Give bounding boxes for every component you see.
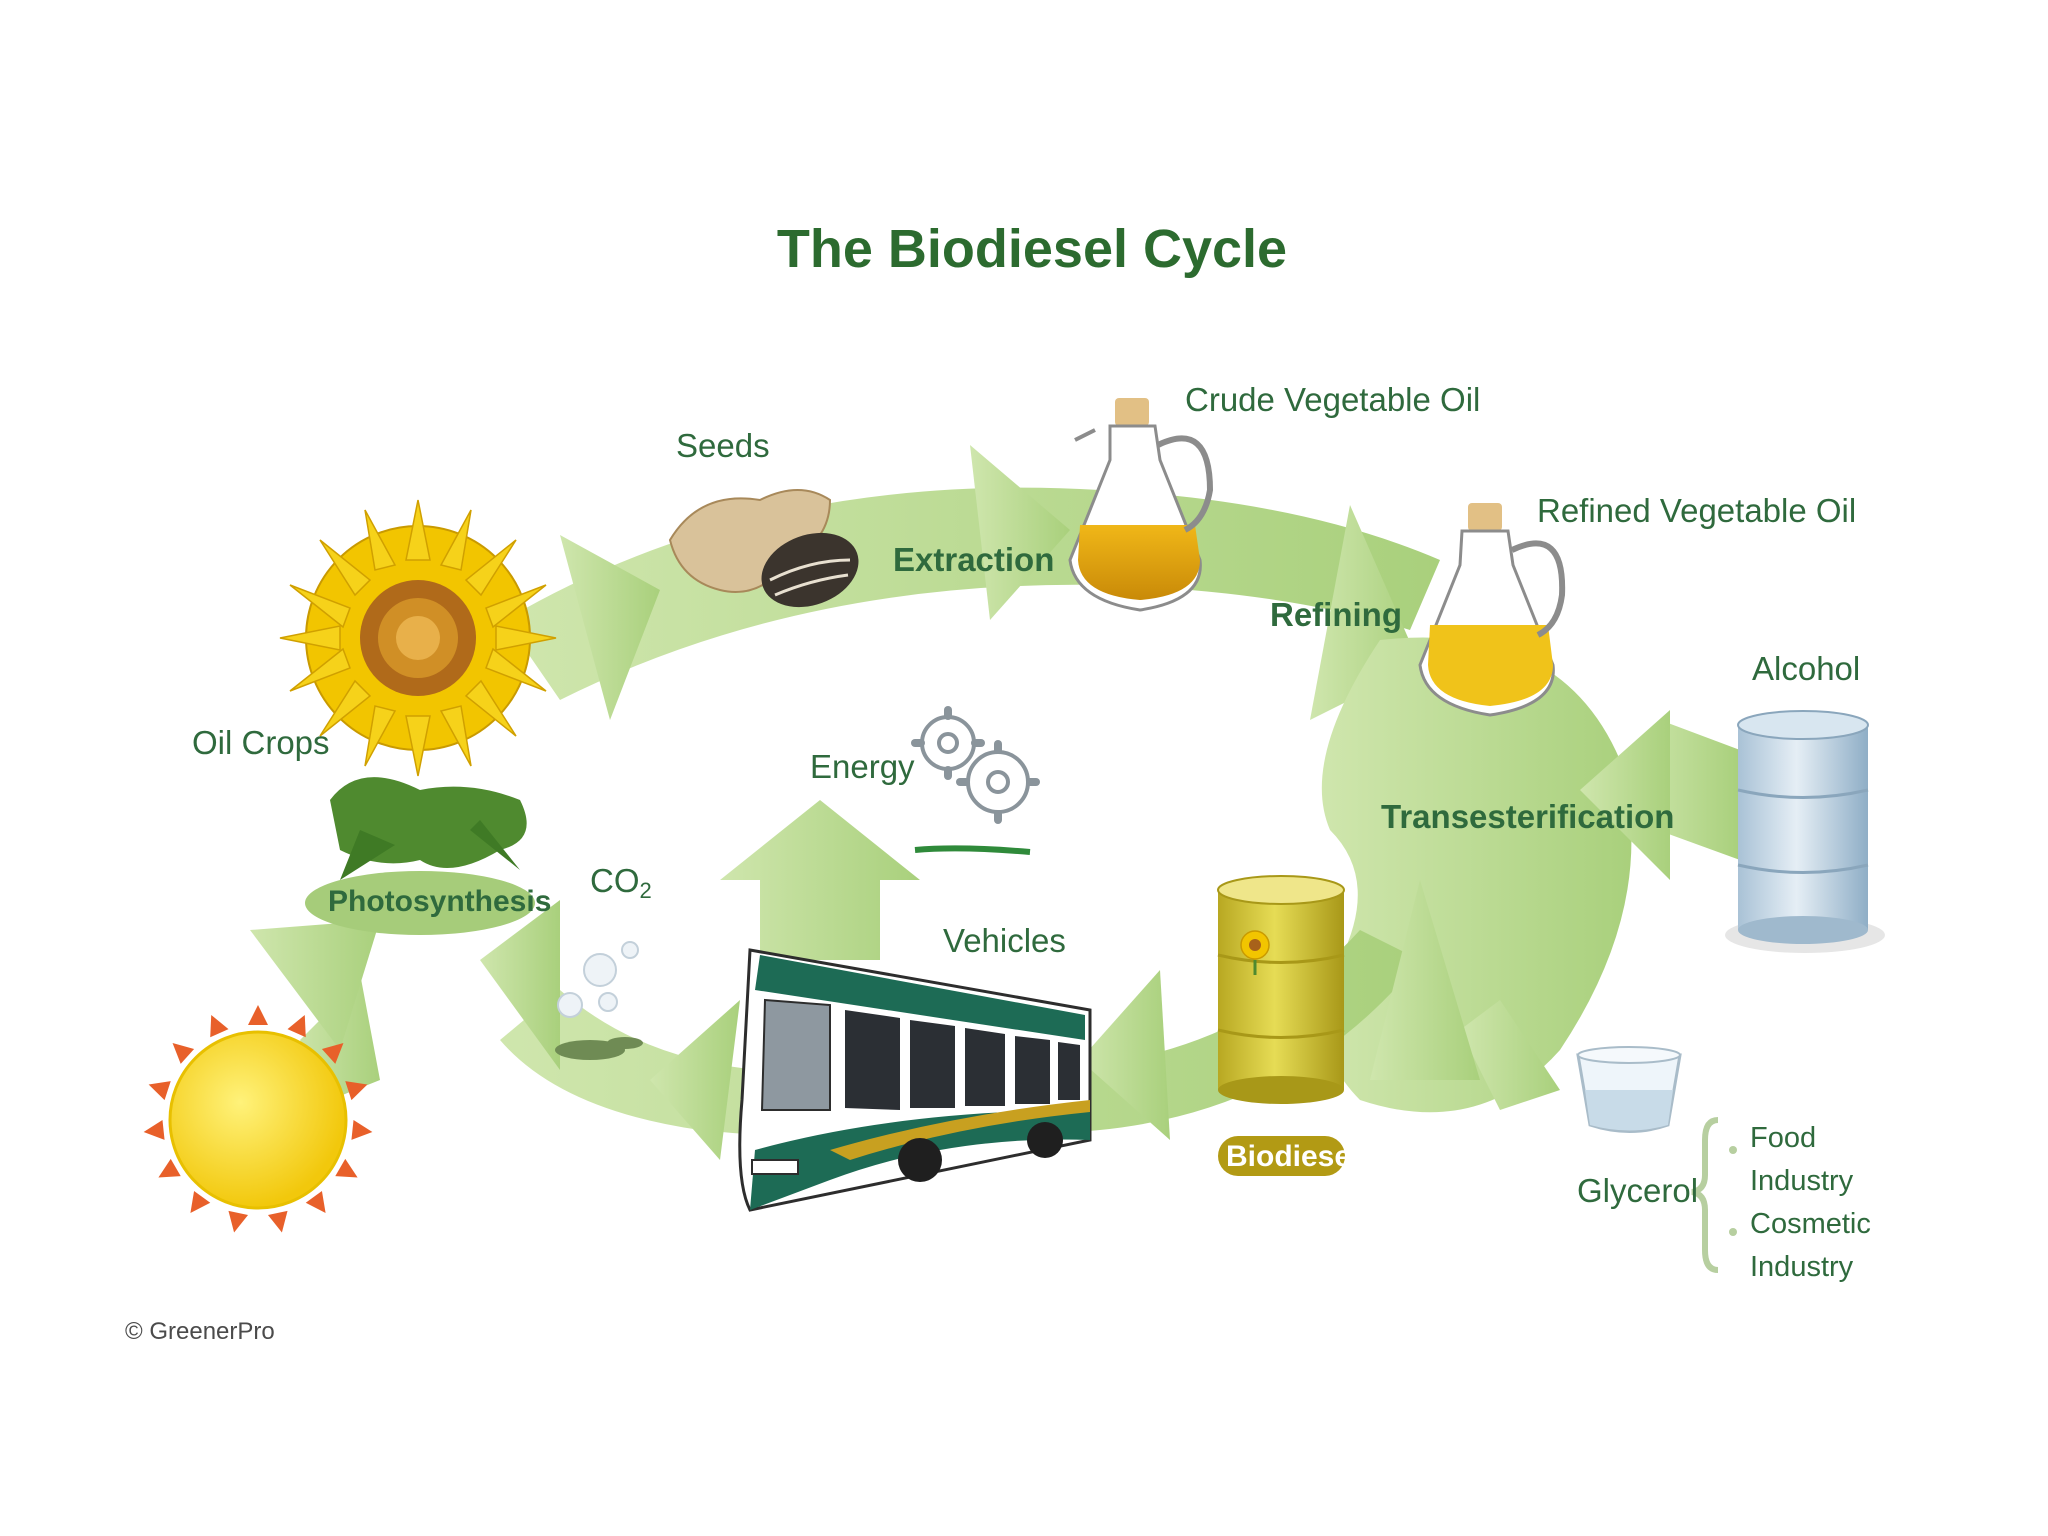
label-glycerol-use-2: Industry (1750, 1165, 1854, 1197)
arrow-head-2 (970, 445, 1070, 620)
label-photosynthesis: Photosynthesis (328, 885, 552, 918)
crude-oil-jug-icon (1068, 398, 1214, 612)
arrow-head-6 (650, 1000, 740, 1160)
label-glycerol-use-1: Food (1750, 1122, 1817, 1154)
label-glycerol-use-4: Industry (1750, 1251, 1854, 1283)
alcohol-arrow-head (1580, 710, 1670, 880)
diagram-title: The Biodiesel Cycle (776, 219, 1288, 279)
label-biodiesel: Biodiesel (1226, 1140, 1360, 1173)
energy-arrow-big (720, 800, 920, 960)
energy-ground (914, 845, 1031, 855)
label-crude-vegetable-oil: Crude Vegetable Oil (1185, 381, 1481, 418)
biodiesel-barrel-icon (1217, 875, 1345, 1104)
label-oil-crops: Oil Crops (192, 724, 330, 761)
glycerol-cup-icon (1576, 1046, 1682, 1133)
label-refined-vegetable-oil: Refined Vegetable Oil (1537, 492, 1857, 529)
label-co2-subscript: 2 (639, 878, 652, 903)
sunflower-icon (279, 499, 557, 880)
label-glycerol: Glycerol (1577, 1172, 1699, 1209)
bullet-cosmetic (1729, 1228, 1737, 1236)
label-seeds: Seeds (676, 427, 770, 464)
co2-bubbles-icon (555, 941, 643, 1060)
bottom-band (500, 930, 1420, 1140)
bus-icon (738, 948, 1092, 1212)
arrow-head-4 (1370, 880, 1480, 1080)
arrow-head-7 (480, 900, 560, 1070)
gears-icon (911, 706, 1040, 824)
label-co2: CO2 (590, 862, 652, 904)
sun-icon (143, 1005, 373, 1233)
seeds-icon (668, 489, 859, 608)
label-glycerol-use-3: Cosmetic (1750, 1208, 1871, 1240)
arrow-head-5 (1080, 970, 1170, 1140)
sun-arrow-head (250, 920, 380, 1050)
photosynthesis-pill (305, 871, 535, 935)
label-alcohol: Alcohol (1752, 650, 1861, 687)
glycerol-outflow-arrow (1460, 1000, 1560, 1110)
alcohol-barrel-icon (1725, 710, 1885, 953)
label-refining: Refining (1270, 596, 1402, 633)
label-transesterification: Transesterification (1381, 798, 1675, 835)
biodiesel-pill (1218, 1136, 1345, 1176)
label-energy: Energy (810, 748, 915, 785)
copyright-notice: © GreenerPro (125, 1318, 275, 1345)
cycle-arrows (250, 445, 1740, 1160)
label-co2-main: CO (590, 862, 640, 899)
arrow-head-1 (560, 535, 660, 720)
label-extraction: Extraction (893, 541, 1055, 578)
label-vehicles: Vehicles (943, 922, 1066, 959)
glycerol-bracket (1691, 1117, 1719, 1273)
refined-oil-jug-icon (1418, 503, 1566, 717)
bullet-food (1729, 1146, 1737, 1154)
